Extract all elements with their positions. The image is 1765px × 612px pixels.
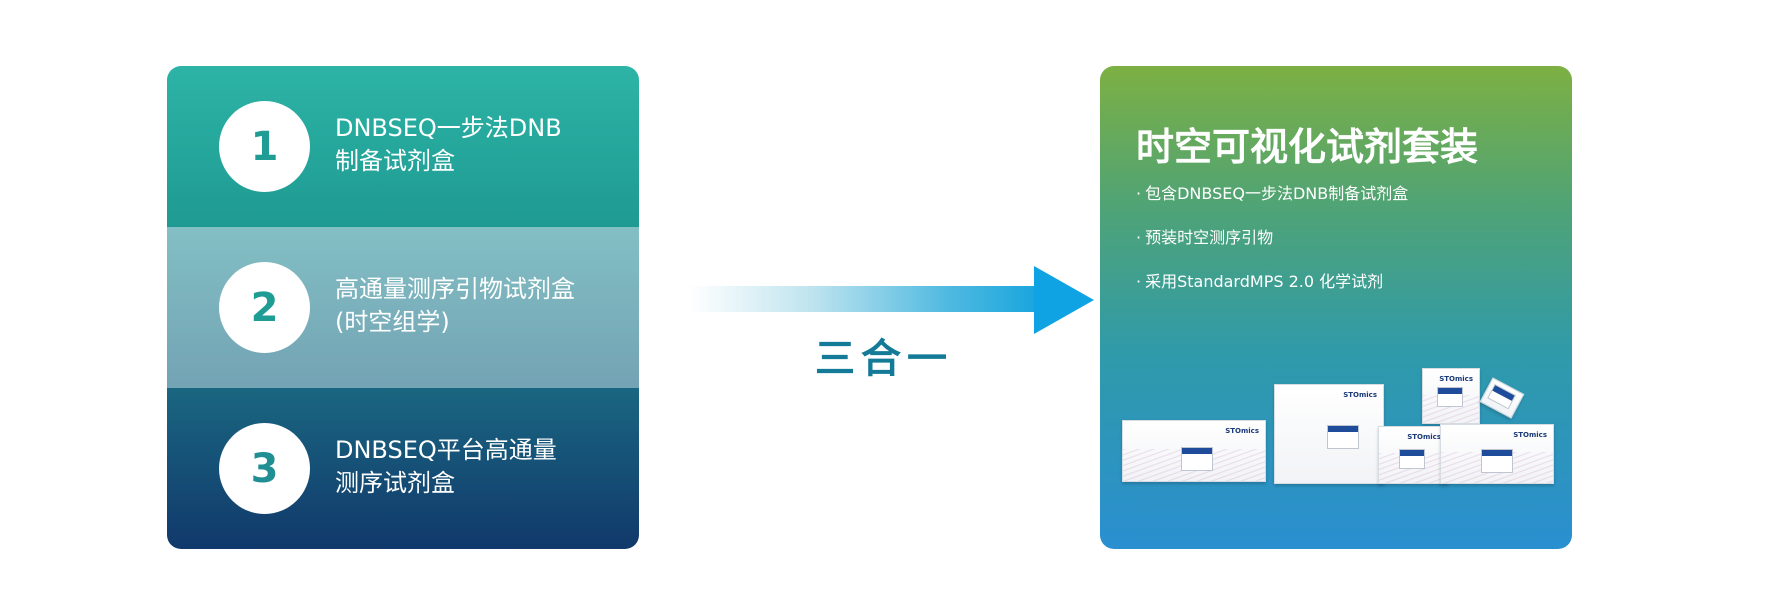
step-1-number-badge: 1 <box>219 101 310 192</box>
step-1: 1 DNBSEQ一步法DNB 制备试剂盒 <box>167 66 639 227</box>
kit-box: STOmics <box>1378 426 1448 484</box>
arrow-right-icon <box>1034 266 1094 334</box>
product-feature-2: 预装时空测序引物 <box>1136 224 1408 268</box>
product-card: 时空可视化试剂套装 包含DNBSEQ一步法DNB制备试剂盒 预装时空测序引物 采… <box>1100 66 1572 549</box>
brand-logo: STOmics <box>1513 431 1547 439</box>
product-feature-1: 包含DNBSEQ一步法DNB制备试剂盒 <box>1136 180 1408 224</box>
chip-label <box>1487 383 1516 410</box>
brand-logo: STOmics <box>1225 427 1259 435</box>
brand-logo: STOmics <box>1407 433 1441 441</box>
step-1-label: DNBSEQ一步法DNB 制备试剂盒 <box>335 112 625 178</box>
step-3-number-badge: 3 <box>219 423 310 514</box>
merge-arrow-shaft <box>690 286 1035 312</box>
step-2: 2 高通量测序引物试剂盒 (时空组学) <box>167 227 639 388</box>
box-label <box>1399 449 1425 469</box>
kit-box: STOmics <box>1122 420 1266 482</box>
box-label <box>1181 447 1213 471</box>
step-1-label-line1: DNBSEQ一步法DNB <box>335 114 562 142</box>
box-label <box>1437 387 1463 407</box>
step-2-label-line1: 高通量测序引物试剂盒 <box>335 275 575 303</box>
kit-box: STOmics <box>1422 368 1480 424</box>
box-label <box>1481 449 1513 473</box>
kit-box: STOmics <box>1274 384 1384 484</box>
step-3-label: DNBSEQ平台高通量 测序试剂盒 <box>335 434 625 500</box>
step-2-label: 高通量测序引物试剂盒 (时空组学) <box>335 273 625 339</box>
step-3-label-line2: 测序试剂盒 <box>335 469 455 497</box>
reagent-chip <box>1479 377 1525 419</box>
step-1-label-line2: 制备试剂盒 <box>335 147 455 175</box>
merge-label: 三合一 <box>815 336 953 382</box>
step-2-label-line2: (时空组学) <box>335 308 450 336</box>
product-title: 时空可视化试剂套装 <box>1136 125 1479 169</box>
step-2-number-badge: 2 <box>219 262 310 353</box>
component-list-card: 1 DNBSEQ一步法DNB 制备试剂盒 2 高通量测序引物试剂盒 (时空组学)… <box>167 66 639 549</box>
step-3-label-line1: DNBSEQ平台高通量 <box>335 436 557 464</box>
product-feature-list: 包含DNBSEQ一步法DNB制备试剂盒 预装时空测序引物 采用StandardM… <box>1136 180 1408 312</box>
kit-box: STOmics <box>1440 424 1554 484</box>
box-label <box>1327 425 1359 449</box>
brand-logo: STOmics <box>1439 375 1473 383</box>
brand-logo: STOmics <box>1343 391 1377 399</box>
step-3: 3 DNBSEQ平台高通量 测序试剂盒 <box>167 388 639 549</box>
product-feature-3: 采用StandardMPS 2.0 化学试剂 <box>1136 268 1408 312</box>
